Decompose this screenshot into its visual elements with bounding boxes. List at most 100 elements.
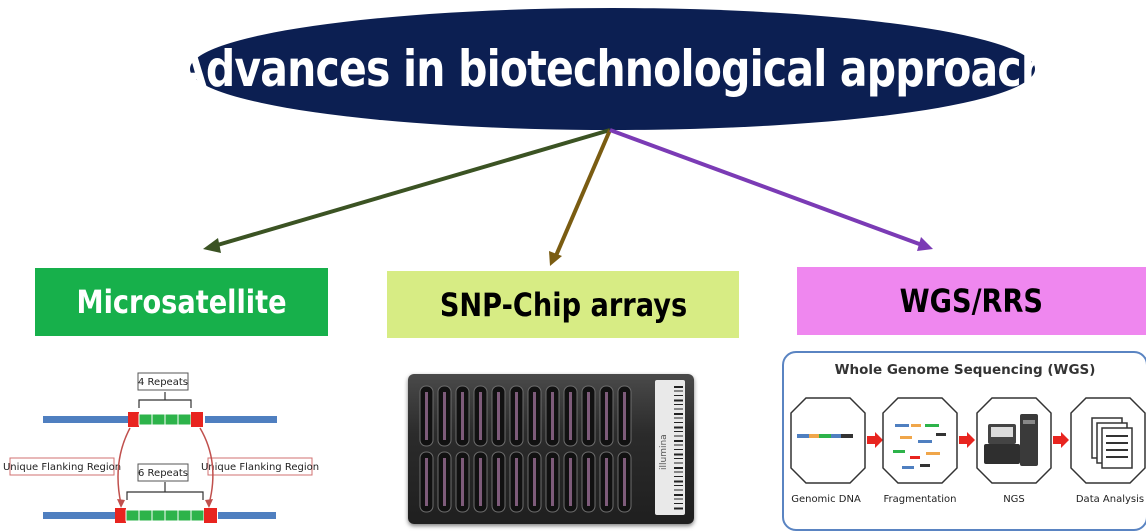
- barcode-bar: [674, 449, 683, 450]
- barcode-bar: [674, 395, 683, 396]
- chip-lane-stripe: [551, 392, 554, 440]
- barcode-bar: [674, 489, 683, 491]
- chip-lane-stripe: [497, 392, 500, 440]
- chip-lane-stripe: [605, 392, 608, 440]
- arrow-to-microsatellite: [213, 128, 611, 248]
- barcode-bar: [674, 494, 683, 496]
- barcode-bar: [674, 485, 683, 486]
- chip-lane-stripe: [587, 458, 590, 506]
- top-repeat-label: 4 Repeats: [138, 377, 188, 388]
- top-repeat-bracket: [138, 392, 192, 408]
- step-genomic-dna-label: Genomic DNA: [791, 494, 861, 505]
- chip-lane-stripe: [515, 458, 518, 506]
- arrowhead-wgs: [917, 237, 933, 251]
- chip-lane-stripe: [569, 392, 572, 440]
- barcode-bar: [674, 453, 683, 456]
- microsatellite-label: Microsatellite: [76, 283, 287, 321]
- barcode-bar: [674, 503, 683, 504]
- top-repeat-label-box: [137, 372, 189, 391]
- barcode-bar: [674, 444, 683, 446]
- chip-lane-stripe: [569, 458, 572, 506]
- bottom-repeat-bracket: [126, 482, 204, 500]
- barcode-bar: [674, 440, 683, 442]
- bottom-strand-left: [43, 512, 115, 519]
- step-fragmentation-label: Fragmentation: [883, 494, 956, 505]
- flank-left-box: [9, 457, 115, 476]
- arrow-to-wgs: [609, 128, 923, 247]
- arrow-step-1: [867, 432, 883, 448]
- fragments: [893, 424, 946, 469]
- documents-icon: [1091, 417, 1133, 469]
- flank-left-label: Unique Flanking Region: [3, 462, 121, 473]
- flank-right-label: Unique Flanking Region: [201, 462, 319, 473]
- arrow-to-snp: [553, 129, 612, 259]
- sequencer-icon: [984, 414, 1038, 466]
- chip-lane-stripe: [515, 392, 518, 440]
- right-flank-arrowhead: [205, 499, 213, 508]
- wgs-box: WGS/RRS: [797, 267, 1146, 335]
- chip-lane-stripe: [443, 392, 446, 440]
- chip-lane-stripe: [479, 392, 482, 440]
- wgs-label: WGS/RRS: [899, 282, 1044, 320]
- barcode-bar: [674, 408, 683, 410]
- bottom-repeat-label: 6 Repeats: [138, 468, 188, 479]
- barcode-bar: [674, 498, 683, 500]
- chip-lane-stripe: [551, 458, 554, 506]
- barcode-bar: [674, 404, 683, 405]
- chip-lane-stripe: [461, 458, 464, 506]
- snp-chip-label: SNP-Chip arrays: [439, 285, 687, 324]
- left-flank-connector-top: [117, 427, 131, 505]
- top-flank-right: [191, 412, 203, 427]
- step-data-analysis-label: Data Analysis: [1076, 494, 1144, 505]
- chip-lane-stripe: [425, 458, 428, 506]
- arrowhead-microsatellite: [203, 238, 221, 253]
- chip-lane-stripe: [623, 392, 626, 440]
- arrow-step-3: [1053, 432, 1069, 448]
- diagram-title: Advances in biotechnological approach: [175, 40, 1050, 98]
- barcode-bar: [674, 471, 683, 473]
- right-flank-connector-top: [199, 427, 214, 505]
- chip-lane-stripe: [533, 458, 536, 506]
- chip-lane-stripe: [533, 392, 536, 440]
- barcode-bar: [674, 480, 683, 483]
- bottom-strand-right: [218, 512, 276, 519]
- bottom-repeat-label-box: [137, 463, 189, 482]
- chip-lane-stripe: [497, 458, 500, 506]
- barcode-bar: [674, 458, 683, 459]
- bottom-flank-left: [115, 508, 126, 523]
- wgs-panel-title: Whole Genome Sequencing (WGS): [834, 362, 1096, 378]
- barcode-bar: [674, 462, 683, 464]
- microsatellite-box: Microsatellite: [35, 268, 328, 336]
- chip-barcode: [674, 386, 683, 510]
- flank-right-box: [207, 457, 313, 476]
- barcode-bar: [674, 399, 683, 402]
- barcode-bar: [674, 435, 683, 437]
- step-ngs-label: NGS: [1003, 494, 1025, 505]
- arrow-step-2: [959, 432, 975, 448]
- barcode-bar: [674, 422, 683, 423]
- title-ellipse: Advances in biotechnological approach: [175, 8, 1050, 130]
- chip-brand-text: illumina: [659, 434, 669, 470]
- bottom-flank-right: [204, 508, 217, 523]
- chip-lane-stripe: [479, 458, 482, 506]
- chip-lane-stripe: [425, 392, 428, 440]
- left-flank-arrowhead: [117, 499, 125, 508]
- top-flank-left: [128, 412, 139, 427]
- chip-lane-stripe: [605, 458, 608, 506]
- snp-chip-box: SNP-Chip arrays: [387, 271, 739, 338]
- barcode-bar: [674, 431, 683, 432]
- chip-lanes: [419, 385, 632, 513]
- barcode-bar: [674, 467, 683, 469]
- arrowhead-snp: [549, 251, 562, 266]
- chip-lane-stripe: [461, 392, 464, 440]
- top-strand-left: [43, 416, 128, 423]
- barcode-bar: [674, 386, 683, 388]
- chip-lane-stripe: [587, 392, 590, 440]
- chip-lane-stripe: [623, 458, 626, 506]
- barcode-bar: [674, 417, 683, 419]
- chip-lane-stripe: [443, 458, 446, 506]
- barcode-bar: [674, 390, 683, 392]
